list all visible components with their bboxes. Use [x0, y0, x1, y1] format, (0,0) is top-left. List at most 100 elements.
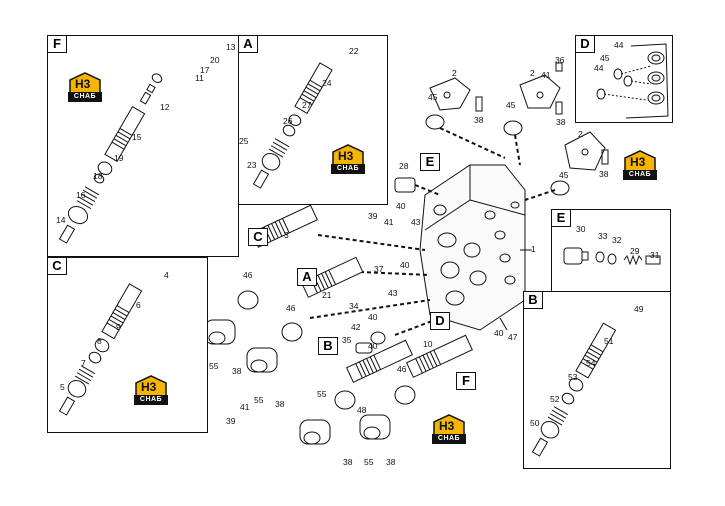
part-number-label: 27	[302, 100, 312, 110]
part-number-label: 19	[114, 153, 124, 163]
part-number-label: 40	[400, 260, 410, 270]
part-number-label: 3	[284, 230, 289, 240]
part-number-label: 33	[598, 231, 608, 241]
part-number-label: 35	[342, 335, 352, 345]
logo-big-text: H3	[338, 149, 354, 163]
logo-small-text: СНАБ	[68, 92, 102, 102]
part-number-label: 38	[474, 115, 484, 125]
part-number-label: 22	[349, 46, 359, 56]
logo-panel-f: H3 СНАБ	[68, 72, 102, 102]
part-number-label: 55	[254, 395, 264, 405]
part-number-label: 7	[81, 358, 86, 368]
part-number-label: 55	[209, 361, 219, 371]
part-number-label: 11	[195, 73, 204, 83]
part-number-label: 40	[368, 312, 378, 322]
part-number-label: 55	[364, 457, 374, 467]
part-number-label: 38	[556, 117, 566, 127]
part-number-label: 39	[226, 416, 236, 426]
callout-e: E	[420, 153, 440, 171]
part-number-label: 29	[630, 246, 640, 256]
part-number-label: 43	[411, 217, 421, 227]
part-number-label: 39	[368, 211, 378, 221]
part-number-label: 8	[97, 336, 102, 346]
part-number-label: 10	[423, 339, 433, 349]
part-number-label: 4	[164, 270, 169, 280]
part-number-label: 46	[397, 364, 407, 374]
part-number-label: 45	[559, 170, 569, 180]
part-number-label: 12	[160, 102, 170, 112]
part-number-label: 2	[578, 129, 583, 139]
part-number-label: 51	[604, 336, 614, 346]
part-number-label: 14	[56, 215, 66, 225]
part-number-label: 41	[541, 70, 551, 80]
part-number-label: 40	[396, 201, 406, 211]
part-number-label: 49	[634, 304, 644, 314]
part-number-label: 20	[210, 55, 220, 65]
part-number-label: 38	[343, 457, 353, 467]
part-number-label: 13	[226, 42, 236, 52]
logo-panel-c: H3 СНАБ	[134, 375, 168, 405]
panel-c-tag: C	[47, 257, 67, 275]
part-number-label: 5	[60, 382, 65, 392]
callout-c: C	[248, 228, 268, 246]
panel-f-tag: F	[47, 35, 67, 53]
part-number-label: 53	[568, 372, 578, 382]
panel-b-tag: B	[523, 291, 543, 309]
part-number-label: 44	[594, 63, 604, 73]
part-number-label: 31	[650, 250, 660, 260]
part-number-label: 50	[530, 418, 540, 428]
part-number-label: 46	[286, 303, 296, 313]
part-number-label: 34	[349, 301, 359, 311]
part-number-label: 48	[357, 405, 367, 415]
part-number-label: 40	[494, 328, 504, 338]
callout-f: F	[456, 372, 476, 390]
panel-d-tag: D	[575, 35, 595, 53]
part-number-label: 15	[132, 132, 142, 142]
part-number-label: 38	[275, 399, 285, 409]
logo-panel-a: H3 СНАБ	[331, 144, 365, 174]
part-number-label: 21	[322, 290, 332, 300]
logo-small-text: СНАБ	[134, 395, 168, 405]
callout-a: A	[297, 268, 317, 286]
part-number-label: 40	[368, 341, 378, 351]
part-number-label: 38	[386, 457, 396, 467]
logo-small-text: СНАБ	[623, 170, 657, 180]
logo-small-text: СНАБ	[432, 434, 466, 444]
part-number-label: 2	[530, 68, 535, 78]
panel-a-tag: A	[238, 35, 258, 53]
part-number-label: 37	[374, 264, 384, 274]
part-number-label: 1	[531, 244, 536, 254]
part-number-label: 45	[428, 92, 438, 102]
part-number-label: 42	[351, 322, 361, 332]
logo-small-text: СНАБ	[331, 164, 365, 174]
part-number-label: 38	[232, 366, 242, 376]
part-number-label: 2	[452, 68, 457, 78]
part-number-label: 45	[506, 100, 516, 110]
part-number-label: 24	[322, 78, 332, 88]
part-number-label: 28	[399, 161, 409, 171]
part-number-label: 16	[76, 190, 86, 200]
part-number-label: 23	[247, 160, 257, 170]
part-number-label: 43	[388, 288, 398, 298]
callout-d: D	[430, 312, 450, 330]
part-number-label: 47	[508, 332, 518, 342]
part-number-label: 45	[600, 53, 610, 63]
logo-big-text: H3	[141, 380, 157, 394]
